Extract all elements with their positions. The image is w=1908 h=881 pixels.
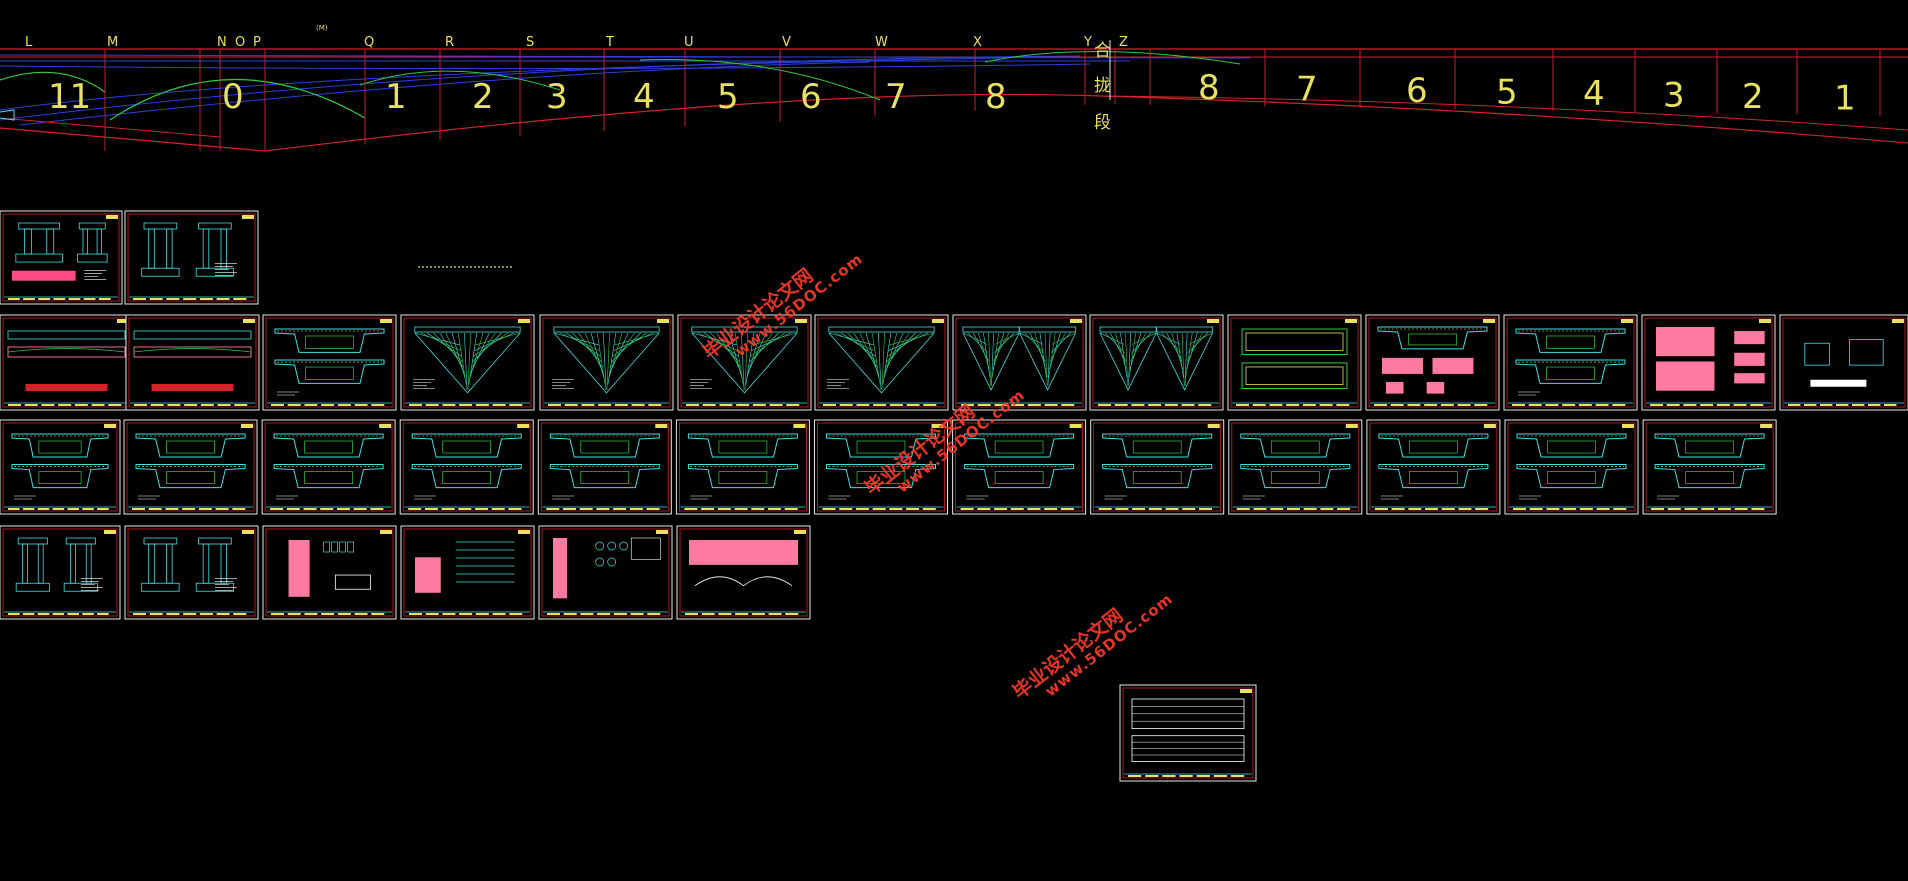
drawing-sheet[interactable] [124,210,259,305]
drawing-sheet[interactable] [952,314,1087,411]
drawing-sheet[interactable] [1089,314,1224,411]
drawing-sheet[interactable] [0,419,121,515]
section-letter: M [107,35,118,50]
profile-title-mark: (M) [316,24,328,32]
segment-number: 6 [800,77,822,117]
drawing-sheet[interactable] [539,314,674,411]
section-letter: X [973,35,982,50]
drawing-sheet[interactable] [262,314,397,411]
segment-dividers [104,40,1881,151]
drawing-sheet[interactable] [125,314,260,411]
drawing-sheet[interactable] [1503,314,1638,411]
drawing-sheet[interactable] [123,419,258,515]
closure-label-3: 段 [1094,113,1111,133]
section-letter: T [605,35,614,50]
segment-number: 11 [48,77,91,117]
section-letter: U [684,35,694,50]
section-letter: S [526,35,534,50]
segment-number: 8 [985,77,1007,117]
segment-number: 1 [1834,79,1856,119]
drawing-sheet[interactable] [1504,419,1639,515]
drawing-sheet[interactable] [0,525,121,620]
section-letter: N [217,35,227,50]
section-letter: Q [364,35,374,50]
drawing-sheet[interactable] [1090,419,1225,515]
section-letter: L [25,35,33,50]
section-letter: Z [1119,35,1128,50]
drawing-sheet[interactable] [677,314,812,411]
segment-number: 3 [1663,76,1685,116]
segment-numbers: 11 0 1 2 3 4 5 6 7 8 8 7 6 5 4 3 2 1 [48,68,1856,119]
section-letter: V [782,35,791,50]
drawing-sheet[interactable] [124,525,259,620]
drawing-sheet[interactable] [537,419,672,515]
drawing-sheet[interactable] [1366,419,1501,515]
segment-number: 4 [1583,74,1605,114]
closure-label-1: 合 [1094,41,1111,61]
segment-number: 2 [472,77,494,117]
segment-number: 7 [885,77,907,117]
section-letter: Y [1083,35,1092,50]
segment-number: 7 [1296,70,1318,110]
drawing-sheet[interactable] [1365,314,1500,411]
section-letter: R [445,35,454,50]
drawing-sheet[interactable] [538,525,673,620]
drawing-sheet[interactable] [1227,314,1362,411]
drawing-sheet[interactable] [952,419,1087,515]
drawing-sheet[interactable] [262,525,397,620]
segment-number: 5 [1496,73,1518,113]
drawing-sheets [0,210,1908,782]
drawing-sheet[interactable] [400,314,535,411]
drawing-sheet[interactable] [1642,419,1777,515]
segment-number: 1 [385,77,407,117]
drawing-sheet[interactable] [1779,314,1908,411]
segment-number: 2 [1742,77,1764,117]
section-letter: W [875,35,888,50]
segment-number: 6 [1406,71,1428,111]
drawing-sheet[interactable] [0,314,134,411]
drawing-sheet[interactable] [400,525,535,620]
segment-number: 3 [546,77,568,117]
drawing-sheet[interactable] [1641,314,1776,411]
segment-number: 5 [717,77,739,117]
drawing-sheet[interactable] [1119,684,1257,782]
segment-number: 8 [1198,68,1220,108]
drawing-sheet[interactable] [1228,419,1363,515]
drawing-sheet[interactable] [675,419,810,515]
section-letter: O [235,35,245,50]
drawing-sheet[interactable] [676,525,811,620]
section-letter: P [253,35,261,50]
segment-number: 0 [222,77,244,117]
drawing-sheet[interactable] [814,314,949,411]
closure-label-2: 拢 [1094,76,1111,96]
segment-number: 4 [633,77,655,117]
drawing-sheet[interactable] [0,210,123,305]
drawing-sheet[interactable] [814,419,948,515]
drawing-sheet[interactable] [261,419,396,515]
drawing-sheet[interactable] [399,419,534,515]
